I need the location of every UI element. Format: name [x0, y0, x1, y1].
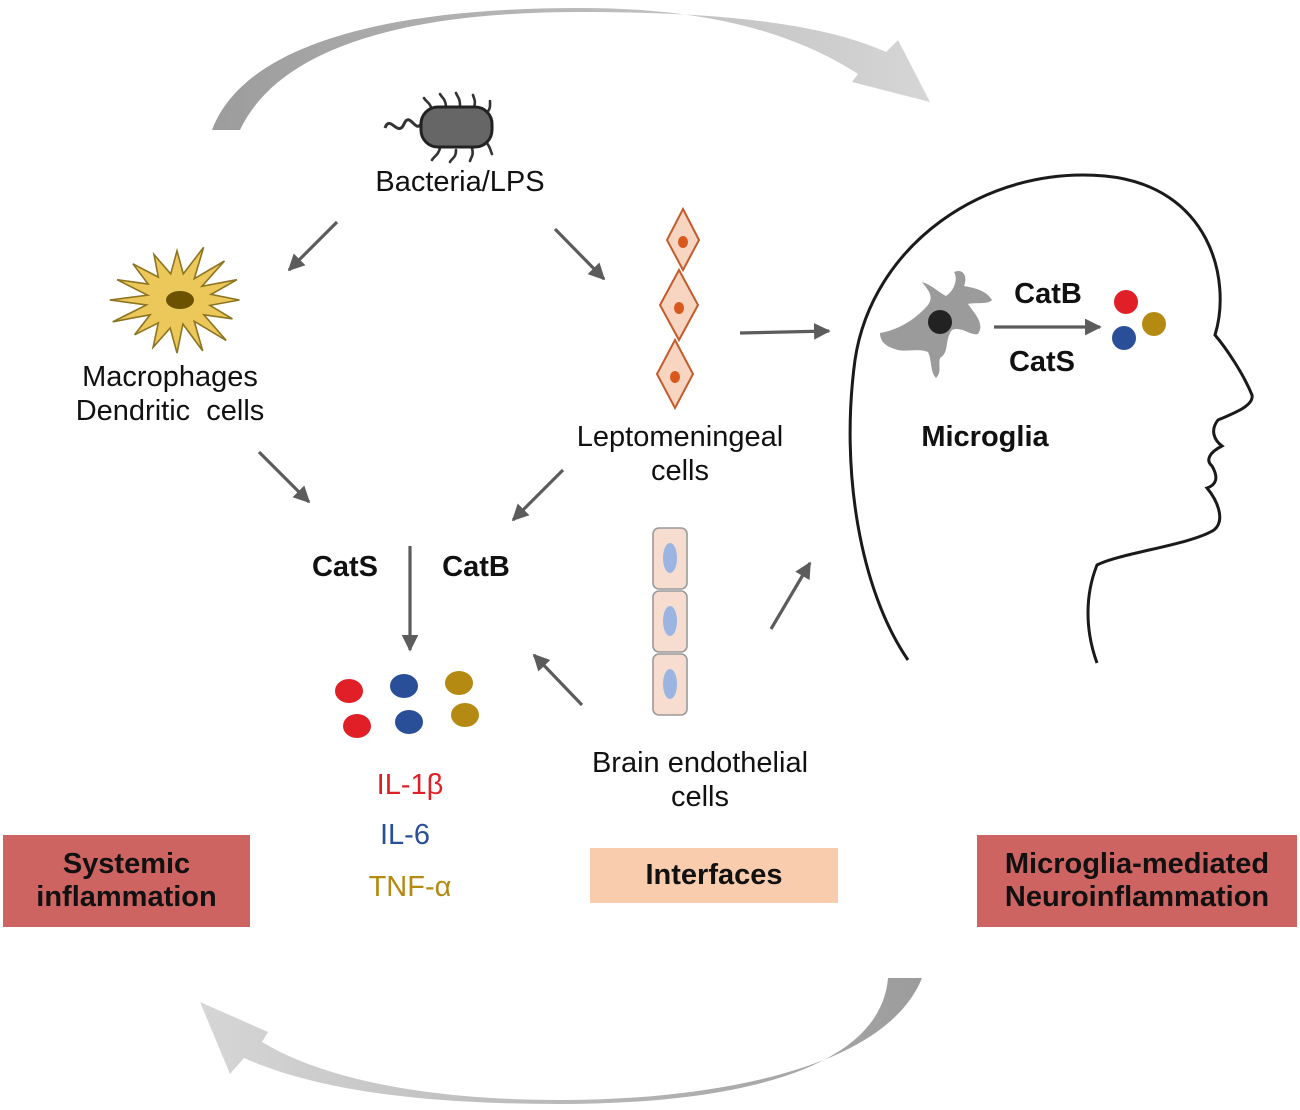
- catb-label-brain: CatB: [1014, 278, 1082, 310]
- microglia-label: Microglia: [921, 421, 1049, 453]
- macrophages-label: Macrophages Dendritic cells: [40, 360, 300, 428]
- neuroinflammation-box: Microglia-mediated Neuroinflammation: [977, 835, 1297, 927]
- endothelial-label-line1: Brain endothelial: [591, 747, 809, 779]
- il1b-label: IL-1β: [376, 769, 444, 801]
- leptomeningeal-label-line2: cells: [650, 455, 709, 488]
- macrophages-label-line1: Macrophages: [82, 361, 258, 393]
- catb-label-periphery: CatB: [442, 551, 510, 583]
- arrow-leptomeningeal-to-brain: [739, 323, 831, 340]
- il6-dot: [390, 674, 418, 698]
- il6-label: IL-6: [380, 819, 430, 851]
- arrow-endothelial-to-brain: [769, 561, 812, 630]
- arrow-macrophages-to-cats: [257, 450, 311, 504]
- arrow-leptomeningeal-to-catb: [511, 468, 565, 522]
- systemic-inflammation-box: Systemic inflammation: [3, 835, 250, 927]
- tnfa-dot: [445, 671, 473, 695]
- arrow-bacteria-to-macrophages: [287, 220, 339, 272]
- cats-label-brain: CatS: [1008, 346, 1076, 378]
- tnfa-dot: [451, 703, 479, 727]
- endothelial-label: Brain endothelial cells: [570, 746, 830, 814]
- macrophages-label-line2: Dendritic cells: [75, 395, 265, 428]
- neuro-box-line2: Neuroinflammation: [1004, 881, 1270, 913]
- arrow-endothelial-to-cytokines: [532, 653, 584, 707]
- bacteria-icon: [383, 91, 494, 164]
- leptomeningeal-cells-icon: [655, 206, 701, 411]
- il6-dot: [1112, 326, 1136, 350]
- il1b-dot: [335, 679, 363, 703]
- interfaces-box-label: Interfaces: [645, 858, 783, 891]
- leptomeningeal-label-line1: Leptomeningeal: [576, 421, 784, 453]
- il1b-dot: [343, 714, 371, 738]
- head-outline: [848, 173, 1254, 664]
- endothelial-label-line2: cells: [670, 781, 729, 814]
- tnfa-dot: [1142, 312, 1166, 336]
- brain-cytokine-dots: [1112, 290, 1166, 350]
- cycle-arrow-top: [212, 8, 930, 130]
- systemic-box-line2: inflammation: [36, 881, 217, 913]
- neuro-box-line1: Microglia-mediated: [1004, 847, 1270, 880]
- macrophage-icon: [109, 246, 240, 354]
- leptomeningeal-label: Leptomeningeal cells: [555, 420, 805, 488]
- bacteria-label: Bacteria/LPS: [375, 166, 545, 198]
- endothelial-cells-icon: [652, 527, 688, 716]
- tnfa-label: TNF-α: [368, 871, 452, 903]
- arrow-bacteria-to-leptomeningeal: [553, 227, 606, 281]
- il1b-dot: [1114, 290, 1138, 314]
- systemic-box-line1: Systemic: [62, 847, 191, 880]
- peripheral-cytokine-dots: [335, 671, 479, 738]
- interfaces-box: Interfaces: [590, 848, 838, 903]
- il6-dot: [395, 710, 423, 734]
- cats-label-periphery: CatS: [311, 551, 379, 583]
- microglia-icon: [880, 270, 992, 378]
- cycle-arrow-bottom: [200, 978, 922, 1104]
